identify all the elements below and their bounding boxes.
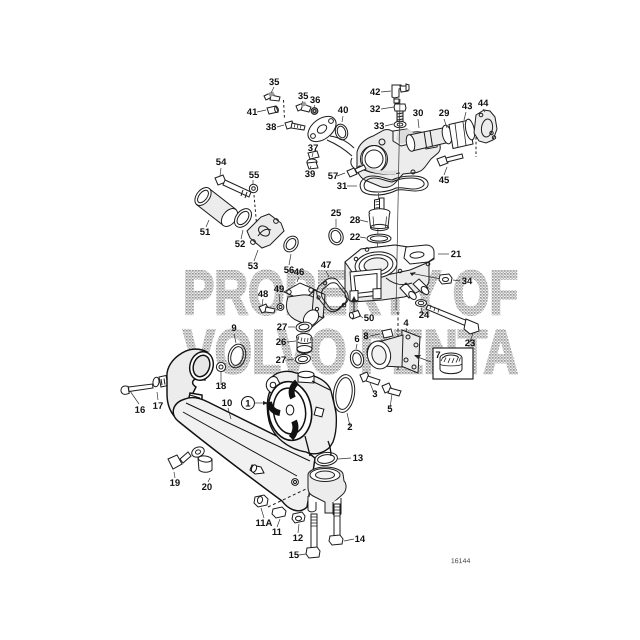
svg-text:52: 52 [235,239,246,250]
svg-text:28: 28 [350,215,361,226]
svg-text:56: 56 [284,265,295,276]
svg-text:25: 25 [331,208,342,219]
svg-text:27: 27 [277,322,288,333]
svg-text:16: 16 [135,405,146,416]
svg-text:44: 44 [478,98,489,109]
svg-text:14: 14 [355,534,366,545]
svg-text:19: 19 [170,478,181,489]
svg-text:45: 45 [439,175,450,186]
svg-text:27: 27 [276,355,287,366]
svg-text:51: 51 [200,227,211,238]
svg-text:15: 15 [289,550,300,561]
svg-text:13: 13 [353,453,364,464]
svg-text:6: 6 [354,334,359,345]
svg-text:21: 21 [451,249,462,260]
svg-text:4: 4 [403,318,409,329]
svg-text:37: 37 [308,143,319,154]
svg-text:26: 26 [276,337,287,348]
svg-text:43: 43 [462,101,473,112]
svg-text:5: 5 [387,404,393,415]
svg-text:30: 30 [413,108,424,119]
svg-text:49: 49 [274,284,285,295]
svg-text:46: 46 [294,267,305,278]
svg-text:35: 35 [269,77,280,88]
svg-text:22: 22 [350,232,361,243]
svg-text:24: 24 [419,310,430,321]
svg-text:39: 39 [305,169,316,180]
svg-text:57: 57 [328,171,339,182]
svg-text:8: 8 [363,331,368,342]
svg-text:47: 47 [321,260,332,271]
svg-text:55: 55 [249,170,260,181]
svg-text:40: 40 [338,105,349,116]
svg-text:31: 31 [337,181,348,192]
svg-text:18: 18 [216,381,227,392]
svg-text:41: 41 [247,107,258,118]
svg-text:50: 50 [364,313,375,324]
svg-text:16144: 16144 [451,558,471,565]
svg-text:33: 33 [374,121,385,132]
svg-text:35: 35 [298,91,309,102]
svg-text:7: 7 [435,350,440,361]
svg-text:3: 3 [372,389,377,400]
svg-text:53: 53 [248,261,259,272]
svg-text:1: 1 [245,398,251,409]
svg-text:36: 36 [310,95,321,106]
svg-text:32: 32 [370,104,381,115]
svg-text:23: 23 [465,338,476,349]
svg-text:48: 48 [258,289,269,300]
svg-text:9: 9 [231,323,236,334]
svg-text:34: 34 [462,276,473,287]
svg-text:42: 42 [370,87,381,98]
svg-text:12: 12 [293,533,304,544]
svg-text:38: 38 [266,122,277,133]
svg-text:54: 54 [216,157,227,168]
svg-text:11: 11 [272,527,283,538]
svg-text:29: 29 [439,108,450,119]
svg-text:2: 2 [347,422,352,433]
svg-text:10: 10 [222,398,233,409]
svg-text:17: 17 [153,401,164,412]
svg-text:20: 20 [202,482,213,493]
svg-text:11A: 11A [255,518,272,529]
